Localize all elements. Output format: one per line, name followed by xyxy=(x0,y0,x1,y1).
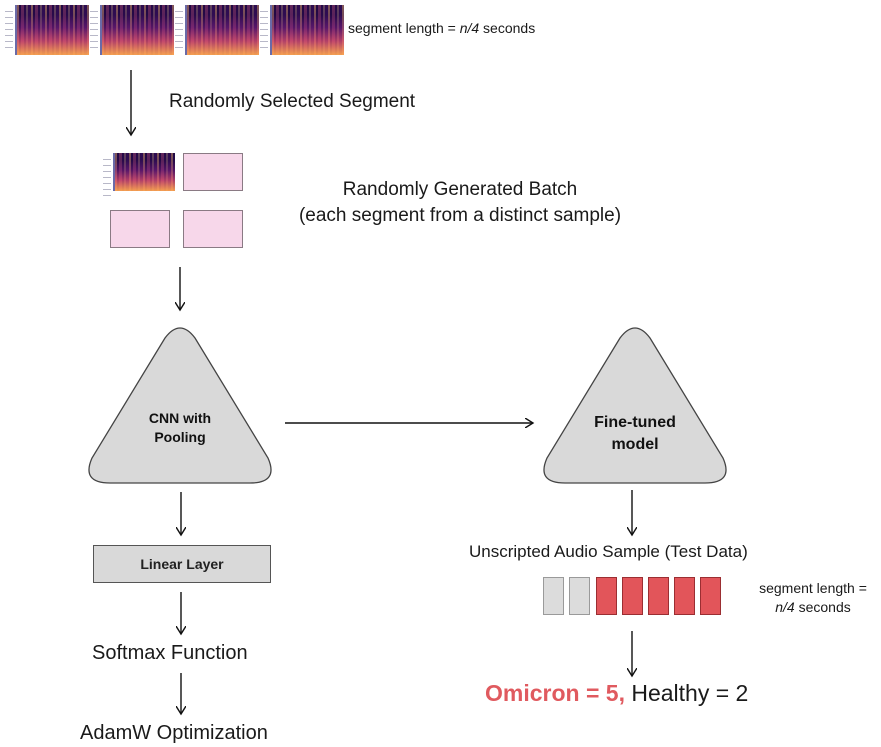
adamw-label: AdamW Optimization xyxy=(80,722,268,744)
top-segment-length-label: segment length = n/4 seconds xyxy=(348,20,535,36)
finetuned-triangle xyxy=(543,327,727,484)
top-segment-length-suffix: seconds xyxy=(479,20,536,36)
omicron-segment-4 xyxy=(674,577,695,615)
omicron-segment-5 xyxy=(700,577,721,615)
linear-layer-label: Linear Layer xyxy=(140,556,224,572)
spectrogram-segment-3 xyxy=(175,5,259,55)
test-segment-length-label: segment length = n/4 seconds xyxy=(738,579,881,617)
test-segment-length-suffix: seconds xyxy=(794,599,851,615)
test-segment-length-line2: n/4 seconds xyxy=(738,598,881,617)
healthy-count: Healthy = 2 xyxy=(631,680,749,706)
omicron-count: Omicron = 5, xyxy=(485,680,625,706)
spectrogram-segment-1 xyxy=(5,5,89,55)
omicron-segment-2 xyxy=(622,577,643,615)
finetuned-label-line2: model xyxy=(611,436,659,453)
linear-layer-box: Linear Layer xyxy=(93,545,271,583)
cnn-label-line1: CNN with xyxy=(148,410,212,426)
spectrogram-segment-2 xyxy=(90,5,174,55)
test-segment-length-line1: segment length = xyxy=(759,580,867,596)
omicron-segment-3 xyxy=(648,577,669,615)
batch-caption-line2: (each segment from a distinct sample) xyxy=(298,205,622,226)
finetuned-label-line1: Fine-tuned xyxy=(594,414,676,431)
finetuned-label: Fine-tuned model xyxy=(570,412,700,456)
batch-empty-segment-1 xyxy=(183,153,243,191)
batch-spectrogram-segment xyxy=(103,153,175,197)
healthy-segment-2 xyxy=(569,577,590,615)
test-segment-length-var: n/4 xyxy=(775,599,795,615)
top-segment-length-var: n/4 xyxy=(459,20,480,36)
batch-empty-segment-3 xyxy=(183,210,243,248)
batch-caption: Randomly Generated Batch (each segment f… xyxy=(250,177,670,229)
cnn-triangle xyxy=(88,327,272,484)
batch-caption-line1: Randomly Generated Batch xyxy=(342,179,578,200)
randomly-selected-segment-label: Randomly Selected Segment xyxy=(169,91,416,112)
cnn-label: CNN with Pooling xyxy=(120,409,240,447)
omicron-segment-1 xyxy=(596,577,617,615)
test-data-title: Unscripted Audio Sample (Test Data) xyxy=(469,542,748,561)
batch-empty-segment-2 xyxy=(110,210,170,248)
cnn-label-line2: Pooling xyxy=(154,429,206,445)
softmax-label: Softmax Function xyxy=(92,642,248,664)
top-segment-length-prefix: segment length = xyxy=(348,20,460,36)
healthy-segment-1 xyxy=(543,577,564,615)
result-line: Omicron = 5, Healthy = 2 xyxy=(485,680,748,707)
spectrogram-segment-4 xyxy=(260,5,344,55)
